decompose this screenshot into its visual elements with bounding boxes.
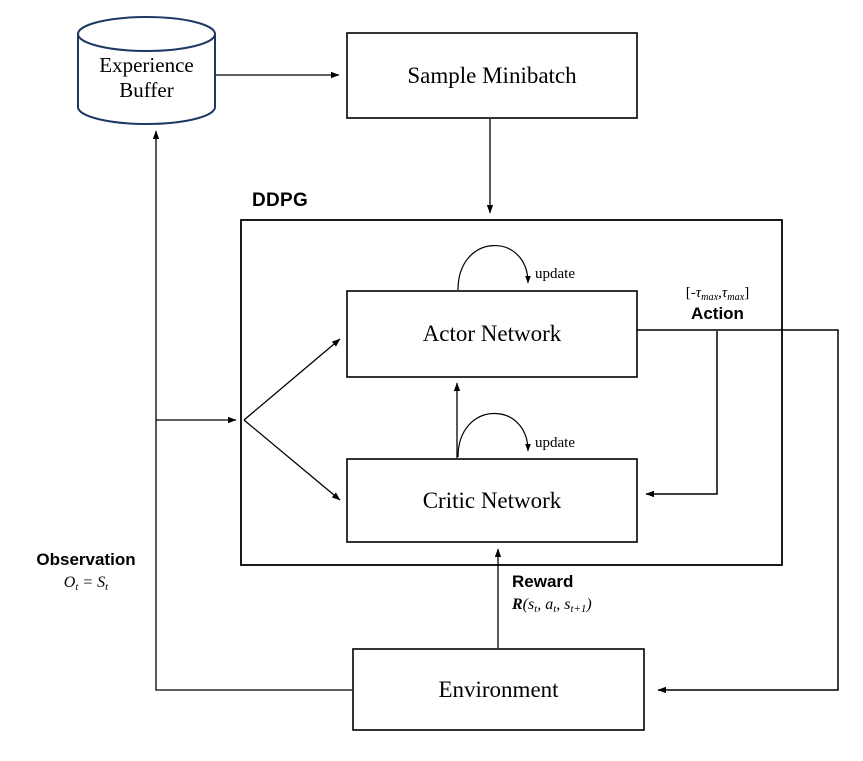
critic-network-box	[346, 458, 638, 543]
edge-environment-to-buffer-observation	[152, 130, 352, 691]
edge-split-to-critic	[243, 419, 341, 501]
edge-split-to-actor	[243, 338, 341, 421]
edge-critic-self-update	[457, 412, 531, 458]
ddpg-container-box	[240, 219, 783, 566]
edge-action-to-critic	[645, 331, 718, 498]
sample-minibatch-box	[346, 32, 638, 119]
actor-update-label: update	[535, 266, 575, 282]
edge-actor-self-update	[457, 245, 531, 291]
experience-buffer-shape	[77, 16, 216, 125]
edge-actor-action-to-environment	[637, 329, 839, 694]
actor-network-box	[346, 290, 638, 378]
environment-box	[352, 648, 645, 731]
ddpg-title: DDPG	[252, 190, 309, 211]
critic-update-label: update	[535, 435, 575, 451]
